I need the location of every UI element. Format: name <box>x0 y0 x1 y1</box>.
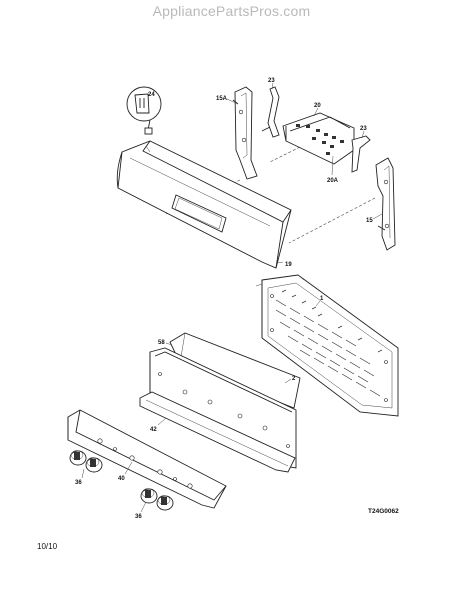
label-20: 20 <box>314 103 321 109</box>
part-36-knobs-bottom <box>140 488 174 511</box>
label-1: 1 <box>320 296 324 302</box>
label-42: 42 <box>150 427 157 433</box>
part-1-back-panel <box>255 274 399 417</box>
part-20-control-board <box>282 112 355 165</box>
diagram-code: T24G0062 <box>368 508 399 515</box>
label-36-bottom: 36 <box>135 514 142 520</box>
part-36-knobs-left <box>69 450 103 473</box>
part-42-trim <box>139 391 296 473</box>
part-15-bracket <box>375 157 396 251</box>
part-23-support-right <box>351 135 371 173</box>
label-20a: 20A <box>327 178 339 184</box>
label-40: 40 <box>118 476 125 482</box>
label-15a: 15A <box>216 96 228 102</box>
label-23-upper: 23 <box>268 78 275 84</box>
revision-date: 10/10 <box>37 542 58 551</box>
part-19-backguard <box>116 140 292 269</box>
vent-louvers <box>275 289 383 397</box>
leader-lines <box>81 82 383 513</box>
site-watermark: AppliancePartsPros.com <box>152 3 311 19</box>
part-15a-bracket <box>232 86 258 180</box>
label-24: 24 <box>148 92 155 98</box>
label-36-left: 36 <box>75 480 82 486</box>
label-23-right: 23 <box>360 126 367 132</box>
part-40-knob-panel <box>67 409 227 509</box>
label-19: 19 <box>285 262 292 268</box>
label-15: 15 <box>366 218 373 224</box>
part-24-harness <box>126 86 162 135</box>
part-23-support-upper <box>261 86 280 138</box>
label-58: 58 <box>158 340 165 346</box>
label-2: 2 <box>292 376 296 382</box>
